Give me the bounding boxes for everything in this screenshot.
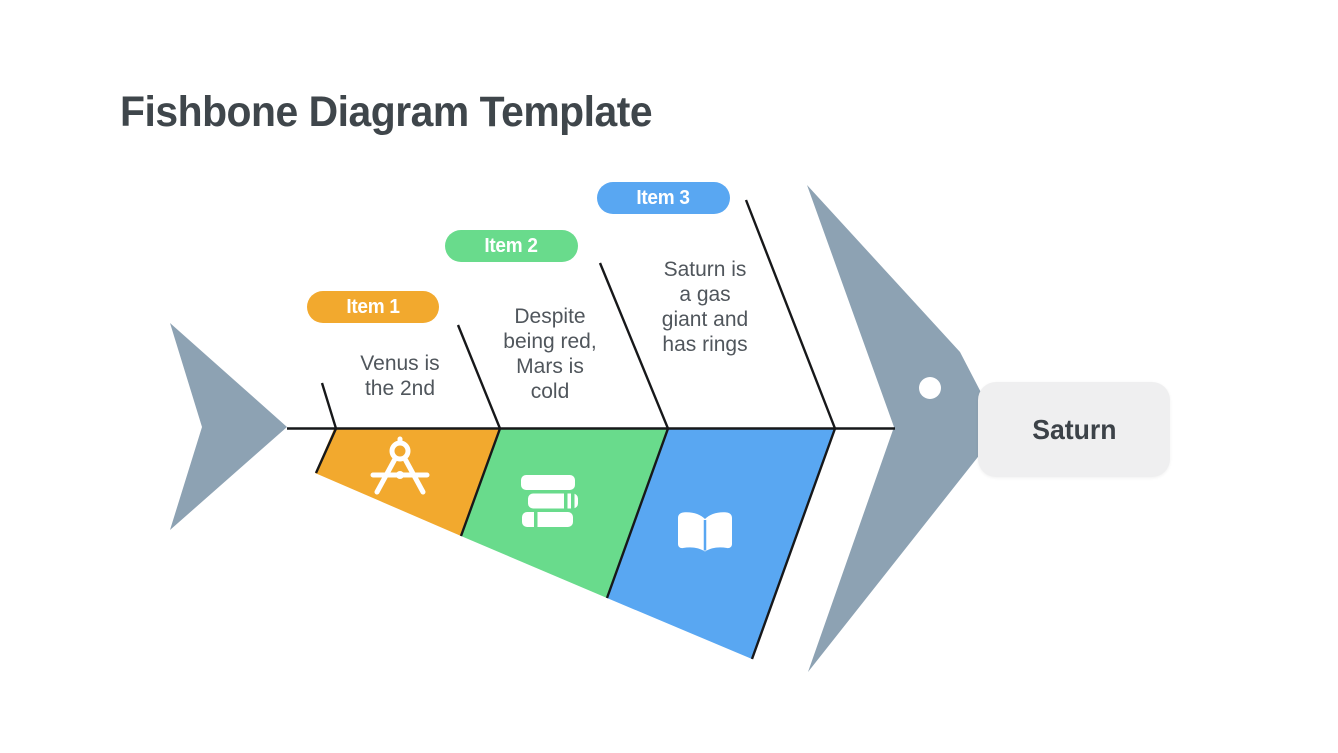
item-3-note: Saturn is a gas giant and has rings xyxy=(661,258,749,356)
bone-line-1 xyxy=(456,324,502,537)
open-book-icon xyxy=(678,512,732,552)
fish-tail-shape xyxy=(170,323,287,530)
item-2-badge: Item 2 xyxy=(445,230,578,262)
bone-line-0 xyxy=(314,382,338,474)
item-2-badge-label: Item 2 xyxy=(484,234,539,257)
item-1-badge: Item 1 xyxy=(307,291,439,323)
item-1-note: Venus is the 2nd xyxy=(360,352,440,400)
fish-eye xyxy=(919,377,941,399)
item-3-badge: Item 3 xyxy=(597,182,730,214)
head-label-box: Saturn xyxy=(978,382,1170,477)
panel-item-1 xyxy=(315,429,500,536)
head-label-text: Saturn xyxy=(1031,413,1117,445)
fish-head-shape xyxy=(807,185,1000,672)
page-title: Fishbone Diagram Template xyxy=(120,88,653,136)
bone-line-2 xyxy=(598,262,670,599)
item-1-badge-label: Item 1 xyxy=(346,295,400,318)
book-stack-icon xyxy=(521,475,578,527)
item-3-badge-label: Item 3 xyxy=(636,186,691,209)
bone-line-3 xyxy=(744,199,837,660)
item-2-note: Despite being red, Mars is cold xyxy=(503,305,597,403)
drafting-compass-icon xyxy=(370,436,430,495)
